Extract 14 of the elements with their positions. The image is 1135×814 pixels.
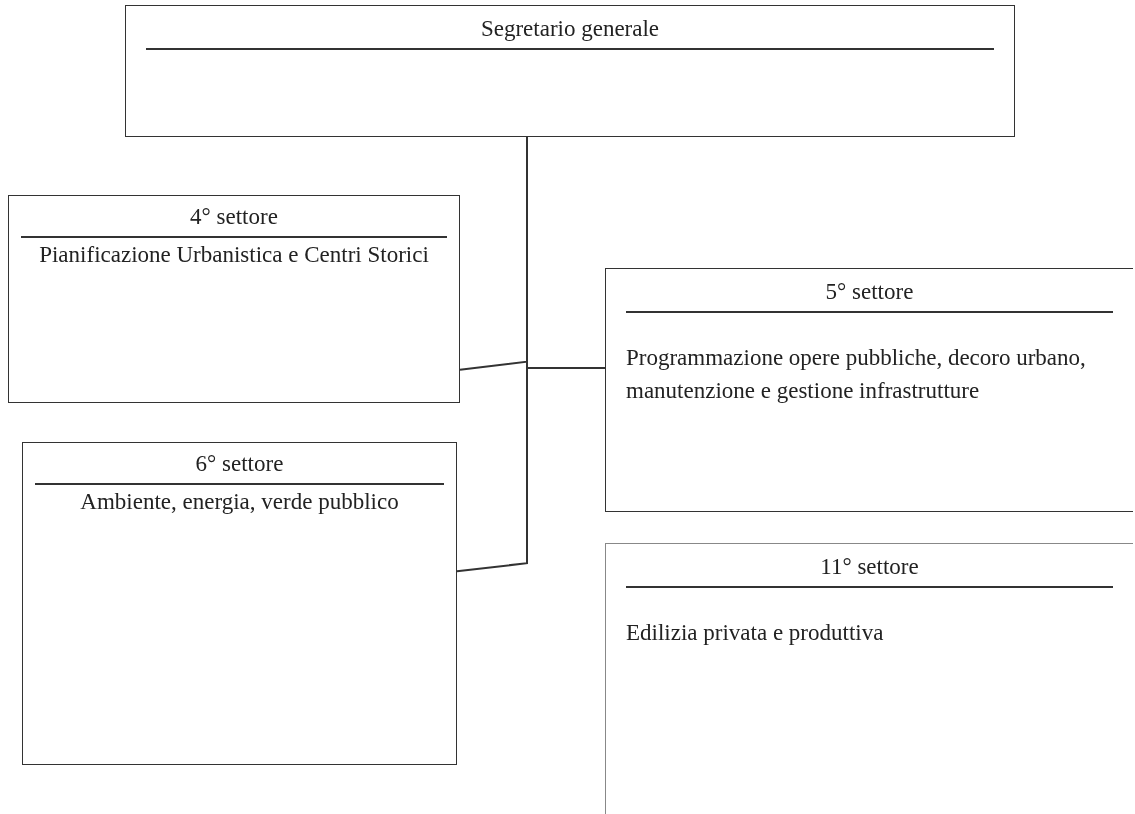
sector-box (22, 442, 457, 765)
box-title: 5° settore (626, 277, 1113, 313)
sector-box (605, 543, 1133, 814)
box-title: 11° settore (626, 552, 1113, 588)
box-title: 4° settore (21, 202, 447, 238)
box-description: Programmazione opere pubbliche, decoro urbano, manutenzione e gestione infrastrutture (626, 343, 1087, 406)
box-description: Edilizia privata e produttiva (626, 618, 885, 647)
sector-box (605, 268, 1133, 512)
box-description: Pianificazione Urbanistica e Centri Storici (38, 240, 430, 269)
sector-box (125, 5, 1015, 137)
box-title: 6° settore (35, 449, 444, 485)
box-description: Ambiente, energia, verde pubblico (79, 487, 400, 516)
sector-box (8, 195, 460, 403)
box-title: Segretario generale (146, 14, 994, 50)
